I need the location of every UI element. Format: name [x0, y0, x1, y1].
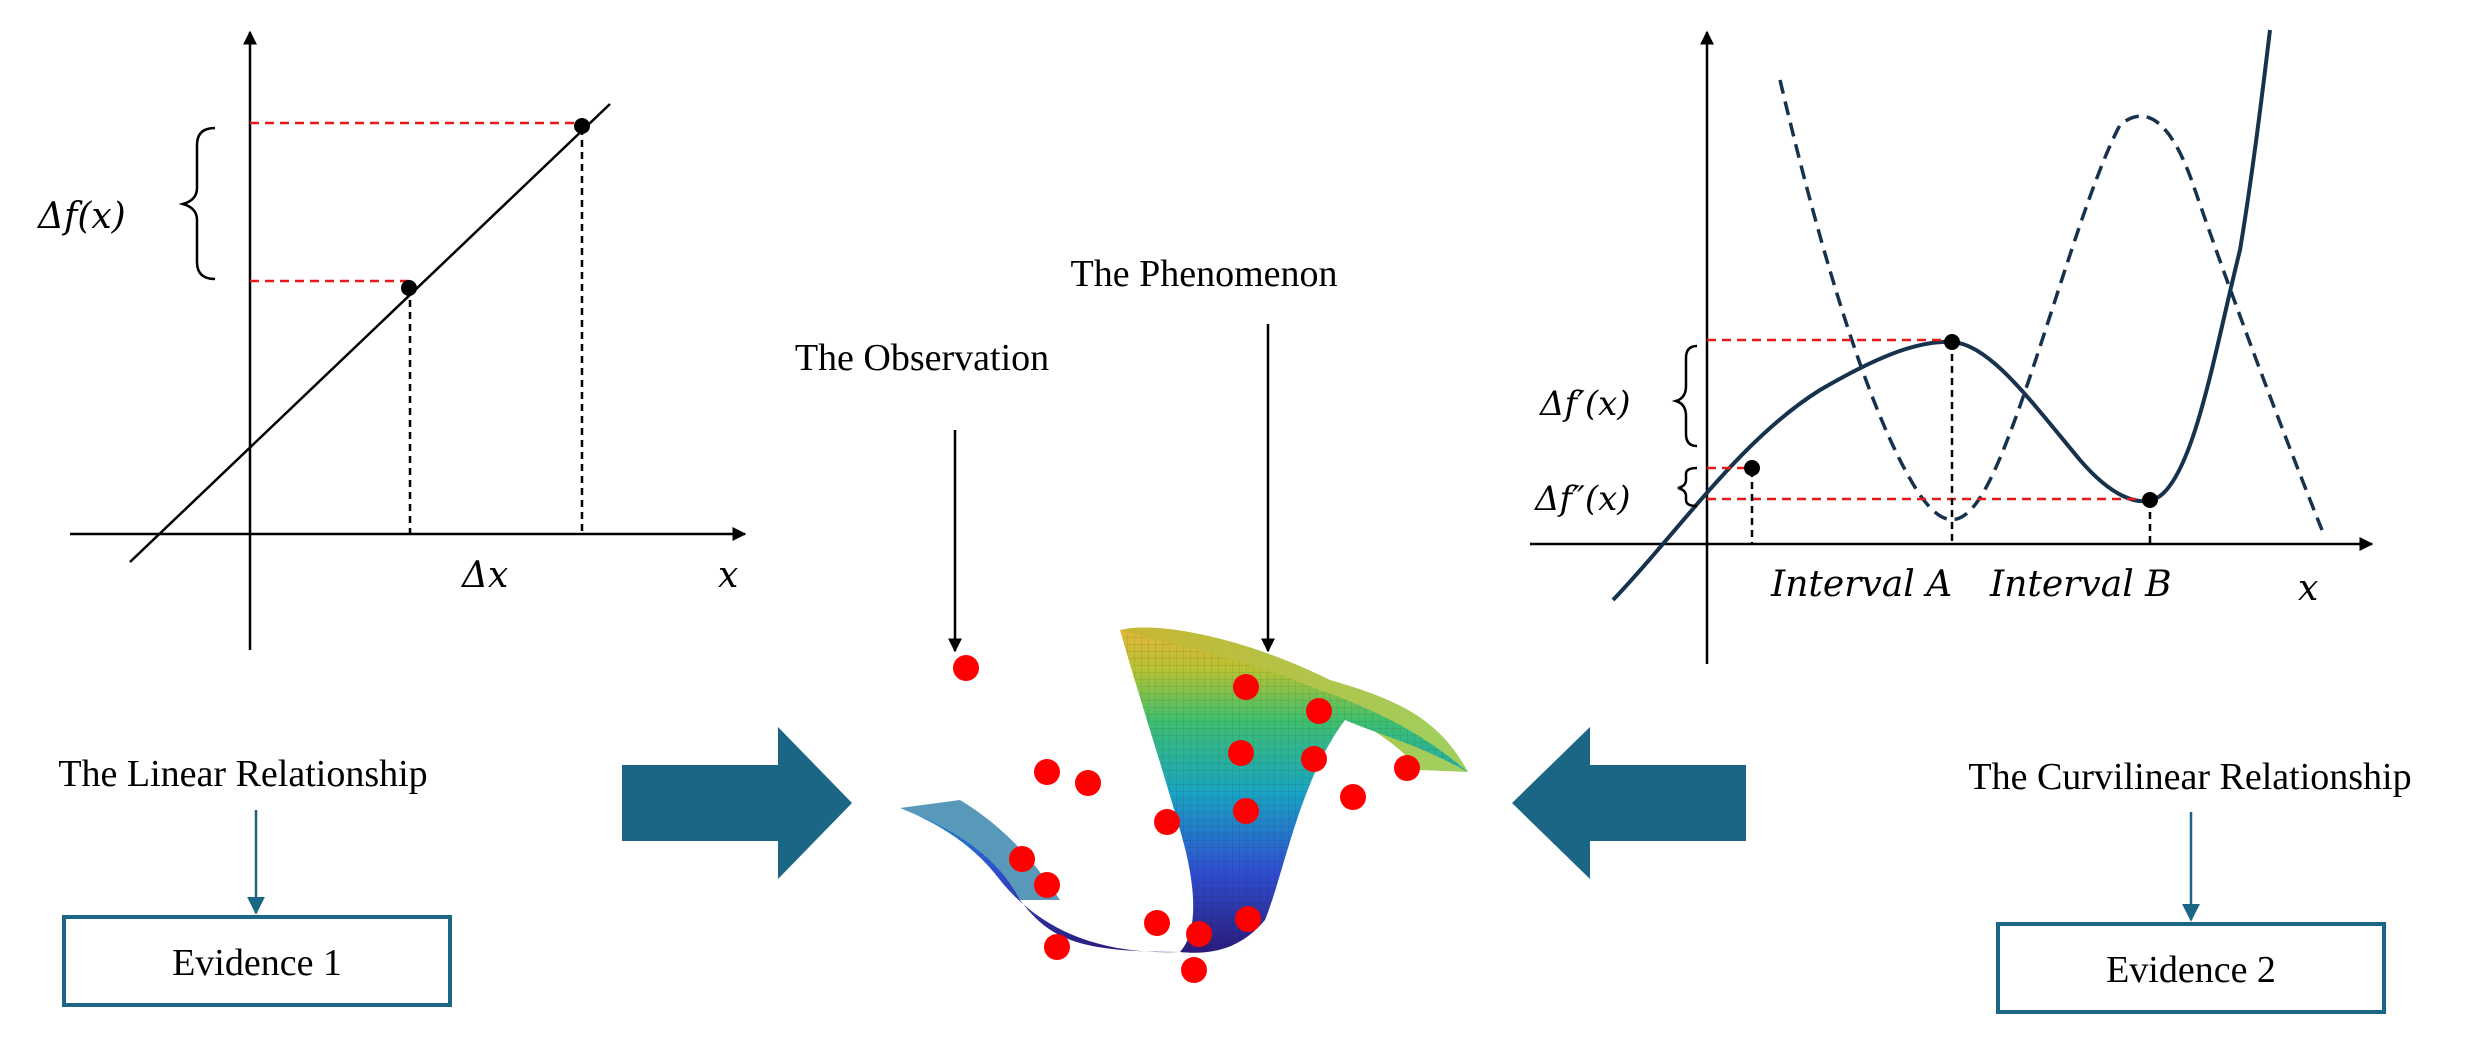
point-max — [1944, 334, 1960, 350]
linear-graph: Δf(x) Δx x — [36, 30, 747, 650]
brace-delta-f-prime — [1671, 344, 1698, 448]
observation-point — [1075, 770, 1101, 796]
observation-point — [1009, 846, 1035, 872]
observation-point — [1144, 910, 1170, 936]
curvilinear-relationship-title: The Curvilinear Relationship — [1968, 756, 2411, 798]
delta-x-label: Δx — [460, 555, 508, 596]
observation-point — [1235, 906, 1261, 932]
evidence-1-box — [62, 915, 452, 1007]
linear-line — [129, 103, 611, 563]
function-curve — [1611, 29, 2272, 602]
left-x-axis-label: x — [718, 555, 738, 596]
point-min — [2142, 492, 2158, 508]
left-block-arrow-icon — [622, 727, 852, 879]
observation-point — [1186, 921, 1212, 947]
point-upper — [574, 118, 590, 134]
curvilinear-graph: Δf′(x) Δf″(x) Interval A Interval B x — [1530, 29, 2374, 664]
interval-b-label: Interval B — [1989, 564, 2172, 605]
linear-relationship-title: The Linear Relationship — [58, 753, 427, 795]
interval-a-label: Interval A — [1770, 564, 1952, 605]
observation-point — [1301, 746, 1327, 772]
phenomenon-label: The Phenomenon — [1070, 253, 1337, 295]
evidence-1-label: Evidence 1 — [172, 942, 342, 984]
point-lower — [401, 280, 417, 296]
point-1 — [1744, 460, 1760, 476]
surface-plot-icon — [900, 627, 1468, 953]
brace-delta-f — [178, 126, 216, 281]
evidence-2-label: Evidence 2 — [2106, 949, 2276, 991]
observation-label: The Observation — [795, 337, 1049, 379]
observation-point — [1340, 784, 1366, 810]
delta-f-prime-label: Δf′(x) — [1538, 384, 1631, 424]
observation-points — [953, 655, 1420, 983]
observation-point — [1154, 809, 1180, 835]
observation-point — [1181, 957, 1207, 983]
right-x-axis-label: x — [2298, 568, 2318, 609]
observation-point — [1044, 934, 1070, 960]
derivative-curve — [1778, 79, 2324, 531]
right-block-arrow-icon — [1512, 727, 1746, 879]
observation-point — [1034, 872, 1060, 898]
brace-delta-f-double-prime — [1677, 466, 1698, 508]
observation-point — [1034, 759, 1060, 785]
observation-point — [1233, 674, 1259, 700]
observation-point — [1306, 698, 1332, 724]
delta-f-label: Δf(x) — [36, 196, 126, 237]
observation-point — [1233, 798, 1259, 824]
observation-point — [953, 655, 979, 681]
observation-point — [1394, 755, 1420, 781]
delta-f-double-prime-label: Δf″(x) — [1533, 479, 1631, 519]
evidence-2-box — [1996, 922, 2386, 1014]
observation-point — [1228, 740, 1254, 766]
